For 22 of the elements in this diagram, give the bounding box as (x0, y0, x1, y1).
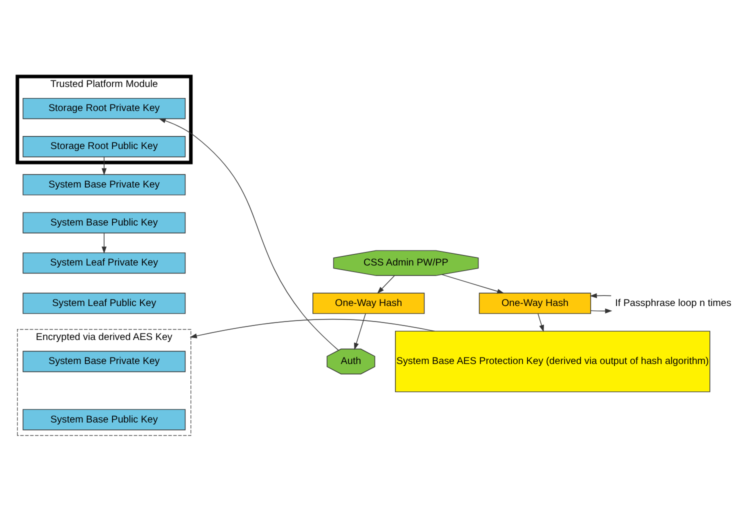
node-box: System Leaf Private Key (22, 252, 186, 274)
arrow (590, 293, 612, 298)
node-text: If Passphrase loop n times (615, 298, 732, 309)
arrow (377, 275, 395, 294)
node-box: System Base AES Protection Key (derived via output of hash algorithm) (395, 330, 710, 392)
node-box: System Base Public Key (22, 409, 186, 430)
node-box: System Base Private Key (22, 174, 186, 196)
arrow (538, 313, 544, 332)
node-box: Storage Root Public Key (22, 136, 186, 158)
arrow (442, 274, 504, 294)
node-box: Storage Root Private Key (22, 98, 186, 120)
node-box: System Leaf Public Key (22, 292, 186, 314)
arrow (354, 313, 366, 350)
node-box: One-Way Hash (478, 292, 592, 314)
arrow (158, 118, 339, 351)
arrow (190, 318, 436, 338)
arrow (102, 156, 107, 176)
arrow (590, 308, 612, 314)
node-box: System Base Public Key (22, 212, 186, 234)
arrow (102, 232, 107, 254)
node-box: System Base Private Key (22, 350, 186, 372)
node-box: One-Way Hash (312, 292, 425, 314)
